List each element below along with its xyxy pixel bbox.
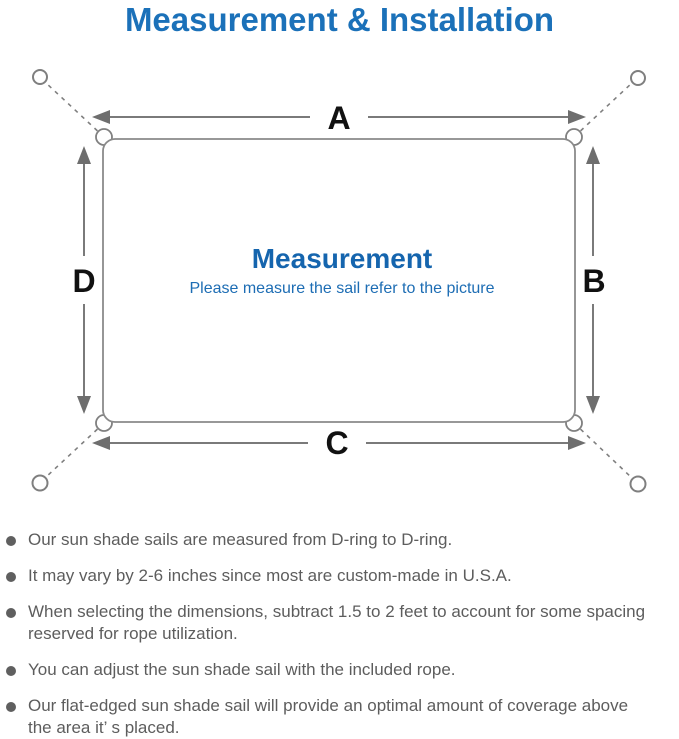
list-item: Our sun shade sails are measured from D-… <box>6 529 675 551</box>
bullet-text: Our sun shade sails are measured from D-… <box>28 530 453 549</box>
diagram-subtitle: Please measure the sail refer to the pic… <box>189 280 494 297</box>
list-item: You can adjust the sun shade sail with t… <box>6 659 675 681</box>
list-item: Our flat-edged sun shade sail will provi… <box>6 695 675 739</box>
dimension-label-c: C <box>325 425 348 461</box>
page-title: Measurement & Installation <box>124 1 555 38</box>
bullet-text: Our flat-edged sun shade sail will provi… <box>28 696 629 737</box>
dimension-label-b: B <box>582 263 605 299</box>
arrowhead-icon <box>77 146 91 164</box>
bullet-icon <box>6 666 16 676</box>
rope-line-bottom-left <box>44 422 105 479</box>
rope-line-top-left <box>44 81 105 138</box>
bullet-text: You can adjust the sun shade sail with t… <box>28 660 456 679</box>
dimension-label-a: A <box>327 100 350 136</box>
anchor-ring-icon <box>32 69 48 85</box>
arrowhead-icon <box>77 396 91 414</box>
arrowhead-icon <box>92 110 110 124</box>
arrowhead-icon <box>586 396 600 414</box>
measurement-diagram: A B C D Measurement Please measure the s… <box>31 69 647 493</box>
arrowhead-icon <box>586 146 600 164</box>
bullet-text: When selecting the dimensions, subtract … <box>28 602 646 643</box>
anchor-ring-icon <box>629 475 647 493</box>
arrowhead-icon <box>92 436 110 450</box>
arrowhead-icon <box>568 110 586 124</box>
dimension-label-d: D <box>72 263 95 299</box>
anchor-ring-icon <box>31 474 49 492</box>
bullet-icon <box>6 536 16 546</box>
rope-line-top-right <box>573 81 634 138</box>
list-item: When selecting the dimensions, subtract … <box>6 601 675 645</box>
sail-outline <box>102 138 576 423</box>
bullet-icon <box>6 608 16 618</box>
bullet-icon <box>6 572 16 582</box>
arrowhead-icon <box>568 436 586 450</box>
list-item: It may vary by 2-6 inches since most are… <box>6 565 675 587</box>
bullet-icon <box>6 702 16 712</box>
diagram-heading: Measurement <box>252 243 433 274</box>
anchor-rings-group <box>31 69 647 493</box>
anchor-ring-icon <box>630 70 646 86</box>
rope-line-bottom-right <box>573 422 634 480</box>
notes-list: Our sun shade sails are measured from D-… <box>6 529 675 739</box>
bullet-text: It may vary by 2-6 inches since most are… <box>28 566 512 585</box>
